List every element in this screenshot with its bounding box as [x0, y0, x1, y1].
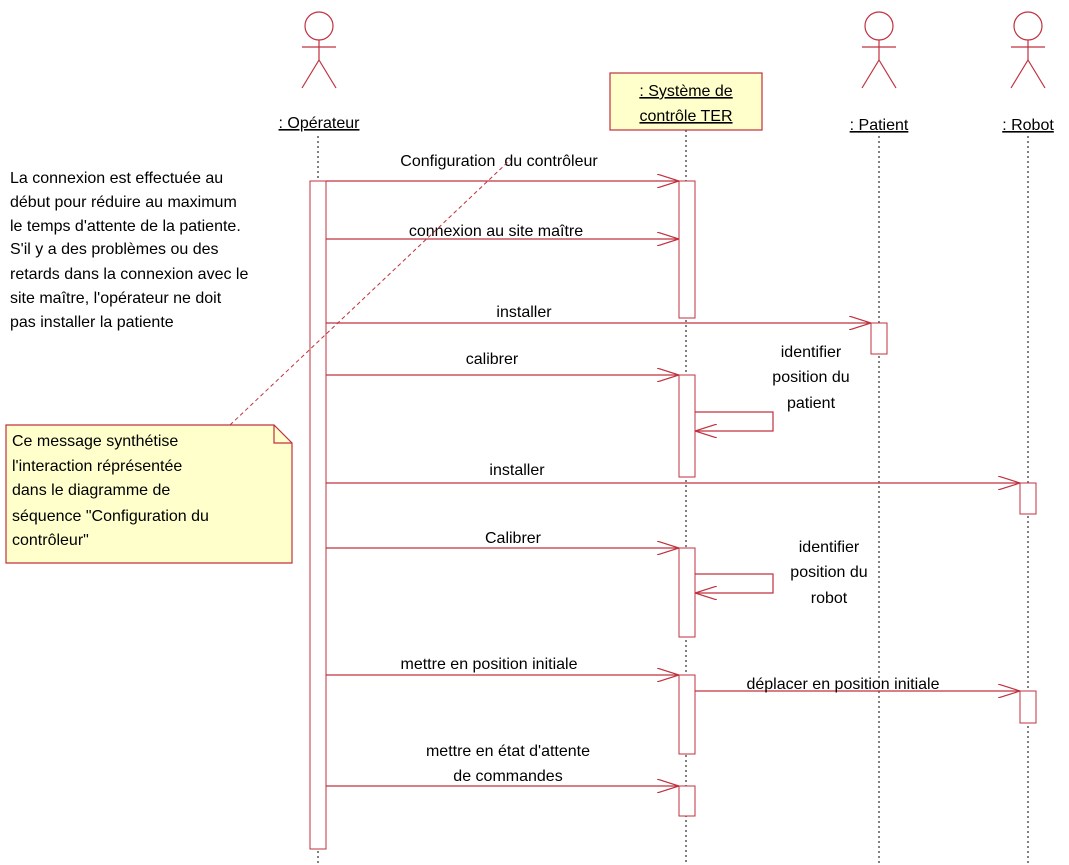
activations — [309, 180, 1037, 850]
activation-system-2 — [678, 374, 696, 478]
participant-system-line2: contrôle TER — [639, 108, 732, 125]
comment-line-7: pas installer la patiente — [10, 314, 174, 331]
note-line-3: dans le diagramme de — [12, 482, 170, 499]
message-label-5-line2: position du — [772, 369, 849, 386]
note-line-5: contrôleur" — [12, 532, 89, 549]
message-label-5-line3: patient — [787, 395, 836, 412]
message-label-1: Configuration du contrôleur — [400, 153, 598, 170]
message-label-8-line2: position du — [790, 564, 867, 581]
activation-system-4 — [678, 674, 696, 755]
message-label-5-line1: identifier — [781, 344, 842, 361]
message-arrow-8-self — [695, 573, 774, 593]
message-label-3: installer — [496, 304, 552, 321]
activation-system-3 — [678, 547, 696, 638]
activation-robot-2 — [1019, 690, 1037, 724]
message-label-11-line1: mettre en état d'attente — [426, 743, 590, 760]
message-label-7: Calibrer — [485, 530, 542, 547]
activation-robot-1 — [1019, 482, 1037, 515]
note-line-1: Ce message synthétise — [12, 433, 178, 450]
activation-system-1 — [678, 180, 696, 319]
comment-line-3: le temps d'attente de la patiente. — [10, 218, 241, 235]
comment-line-6: site maître, l'opérateur ne doit — [10, 290, 222, 307]
actor-icon-operator — [301, 11, 337, 89]
note-connector — [229, 159, 511, 426]
message-label-4: calibrer — [466, 351, 519, 368]
participant-system: : Système de contrôle TER — [609, 72, 763, 131]
activation-system-5 — [678, 785, 696, 817]
message-arrow-5-self — [695, 411, 774, 431]
message-label-8-line1: identifier — [799, 539, 860, 556]
message-label-2: connexion au site maître — [409, 223, 583, 240]
message-label-9: mettre en position initiale — [401, 656, 578, 673]
comment-line-2: début pour réduire au maximum — [10, 194, 237, 211]
note-line-4: séquence "Configuration du — [12, 508, 209, 525]
participant-system-line1: : Système de — [639, 83, 732, 100]
message-label-8-line3: robot — [811, 590, 848, 607]
activation-patient — [870, 322, 888, 355]
messages — [326, 181, 1020, 786]
activation-operator — [309, 180, 327, 850]
comment-text: La connexion est effectuée au début pour… — [10, 170, 248, 331]
actor-icon-patient — [861, 11, 897, 89]
message-label-11-line2: de commandes — [453, 768, 562, 785]
participant-operator: : Opérateur — [279, 115, 361, 132]
note-line-2: l'interaction réprésentée — [12, 458, 182, 475]
note: Ce message synthétise l'interaction répr… — [5, 424, 293, 564]
message-label-10: déplacer en position initiale — [746, 676, 939, 693]
participant-patient: : Patient — [850, 117, 909, 134]
comment-line-1: La connexion est effectuée au — [10, 170, 223, 187]
participant-robot: : Robot — [1002, 117, 1054, 134]
actor-icon-robot — [1010, 11, 1046, 89]
comment-line-4: S'il y a des problèmes ou des — [10, 241, 219, 258]
comment-line-5: retards dans la connexion avec le — [10, 266, 248, 283]
message-label-6: installer — [489, 462, 545, 479]
